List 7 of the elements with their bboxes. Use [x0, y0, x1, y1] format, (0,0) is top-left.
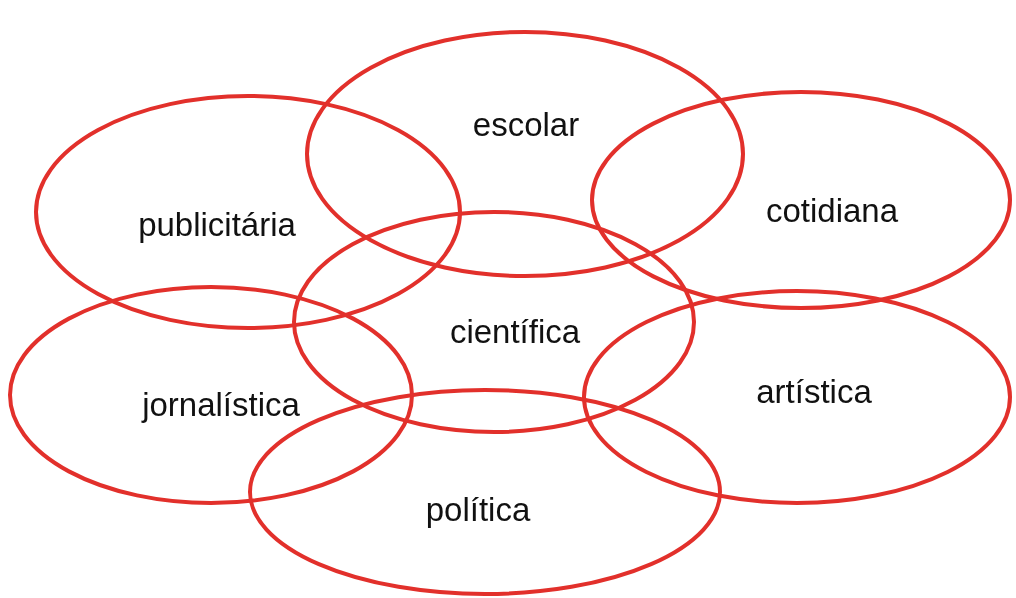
category-label: científica — [449, 313, 581, 351]
category-label: política — [425, 491, 531, 529]
category-label: artística — [756, 373, 872, 411]
category-label: cotidiana — [765, 192, 899, 230]
category-label: escolar — [472, 106, 580, 144]
category-label: publicitária — [138, 206, 296, 244]
category-label: jornalística — [142, 386, 300, 424]
